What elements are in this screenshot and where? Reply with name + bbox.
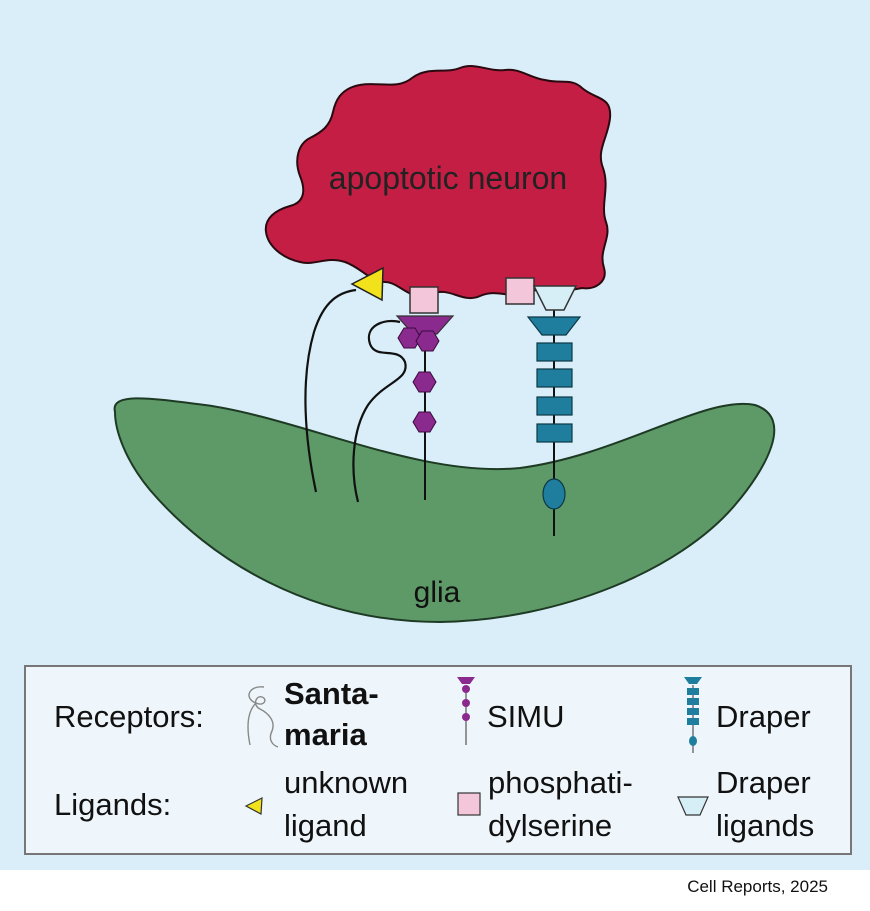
- draper-emilin-domain: [526, 316, 582, 336]
- simu-egf-domain: [412, 411, 437, 433]
- legend-box: Receptors: Ligands: Santa- maria SIMU: [24, 665, 852, 855]
- legend-draper-ligands-line2: ligands: [716, 808, 815, 843]
- diagram-canvas: glia apoptotic neuron: [113, 65, 776, 624]
- draper-egf-repeat: [536, 368, 573, 388]
- santa-maria-icon: [242, 681, 290, 756]
- draper-egf-repeat: [536, 342, 573, 362]
- simu-icon: [455, 675, 477, 752]
- santa-maria-receptor-left: [304, 288, 357, 493]
- legend-unknown-ligand-line2: ligand: [284, 808, 367, 843]
- legend-unknown-ligand-line1: unknown: [284, 765, 409, 800]
- unknown-ligand: [350, 266, 384, 302]
- legend-simu-label: SIMU: [487, 699, 565, 734]
- source-credit: Cell Reports, 2025: [687, 877, 828, 896]
- draper-egf-repeat: [536, 396, 573, 416]
- neuron-label: apoptotic neuron: [329, 160, 567, 196]
- legend-santa-maria-line1: Santa-: [284, 676, 379, 711]
- santa-maria-receptor-right: [352, 319, 407, 503]
- glia-cell: [113, 397, 776, 624]
- draper-ligand: [532, 285, 578, 311]
- phosphatidylserine-ligand: [505, 277, 535, 305]
- draper-intracellular-domain: [542, 478, 566, 510]
- draper-ligand-icon: [676, 795, 710, 824]
- phosphatidylserine-ligand-simu: [409, 286, 439, 314]
- legend-santa-maria-line2: maria: [284, 717, 367, 752]
- legend-receptors-label: Receptors:: [54, 699, 204, 734]
- legend-draper-ligands-line1: Draper: [716, 765, 811, 800]
- simu-egf-domain: [412, 371, 437, 393]
- legend-draper-label: Draper: [716, 699, 811, 734]
- unknown-ligand-icon: [244, 795, 266, 822]
- draper-egf-repeat: [536, 423, 573, 443]
- legend-phosphatidylserine-line2: dylserine: [488, 808, 613, 843]
- draper-receptor: [505, 277, 582, 536]
- glia-label: glia: [414, 576, 461, 609]
- legend-ligands-label: Ligands:: [54, 787, 172, 822]
- simu-receptor: [395, 286, 455, 500]
- draper-icon: [682, 675, 704, 760]
- phosphatidylserine-icon: [456, 791, 484, 824]
- simu-egf-domain: [415, 330, 440, 352]
- legend-phosphatidylserine-line1: phosphati-: [488, 765, 633, 800]
